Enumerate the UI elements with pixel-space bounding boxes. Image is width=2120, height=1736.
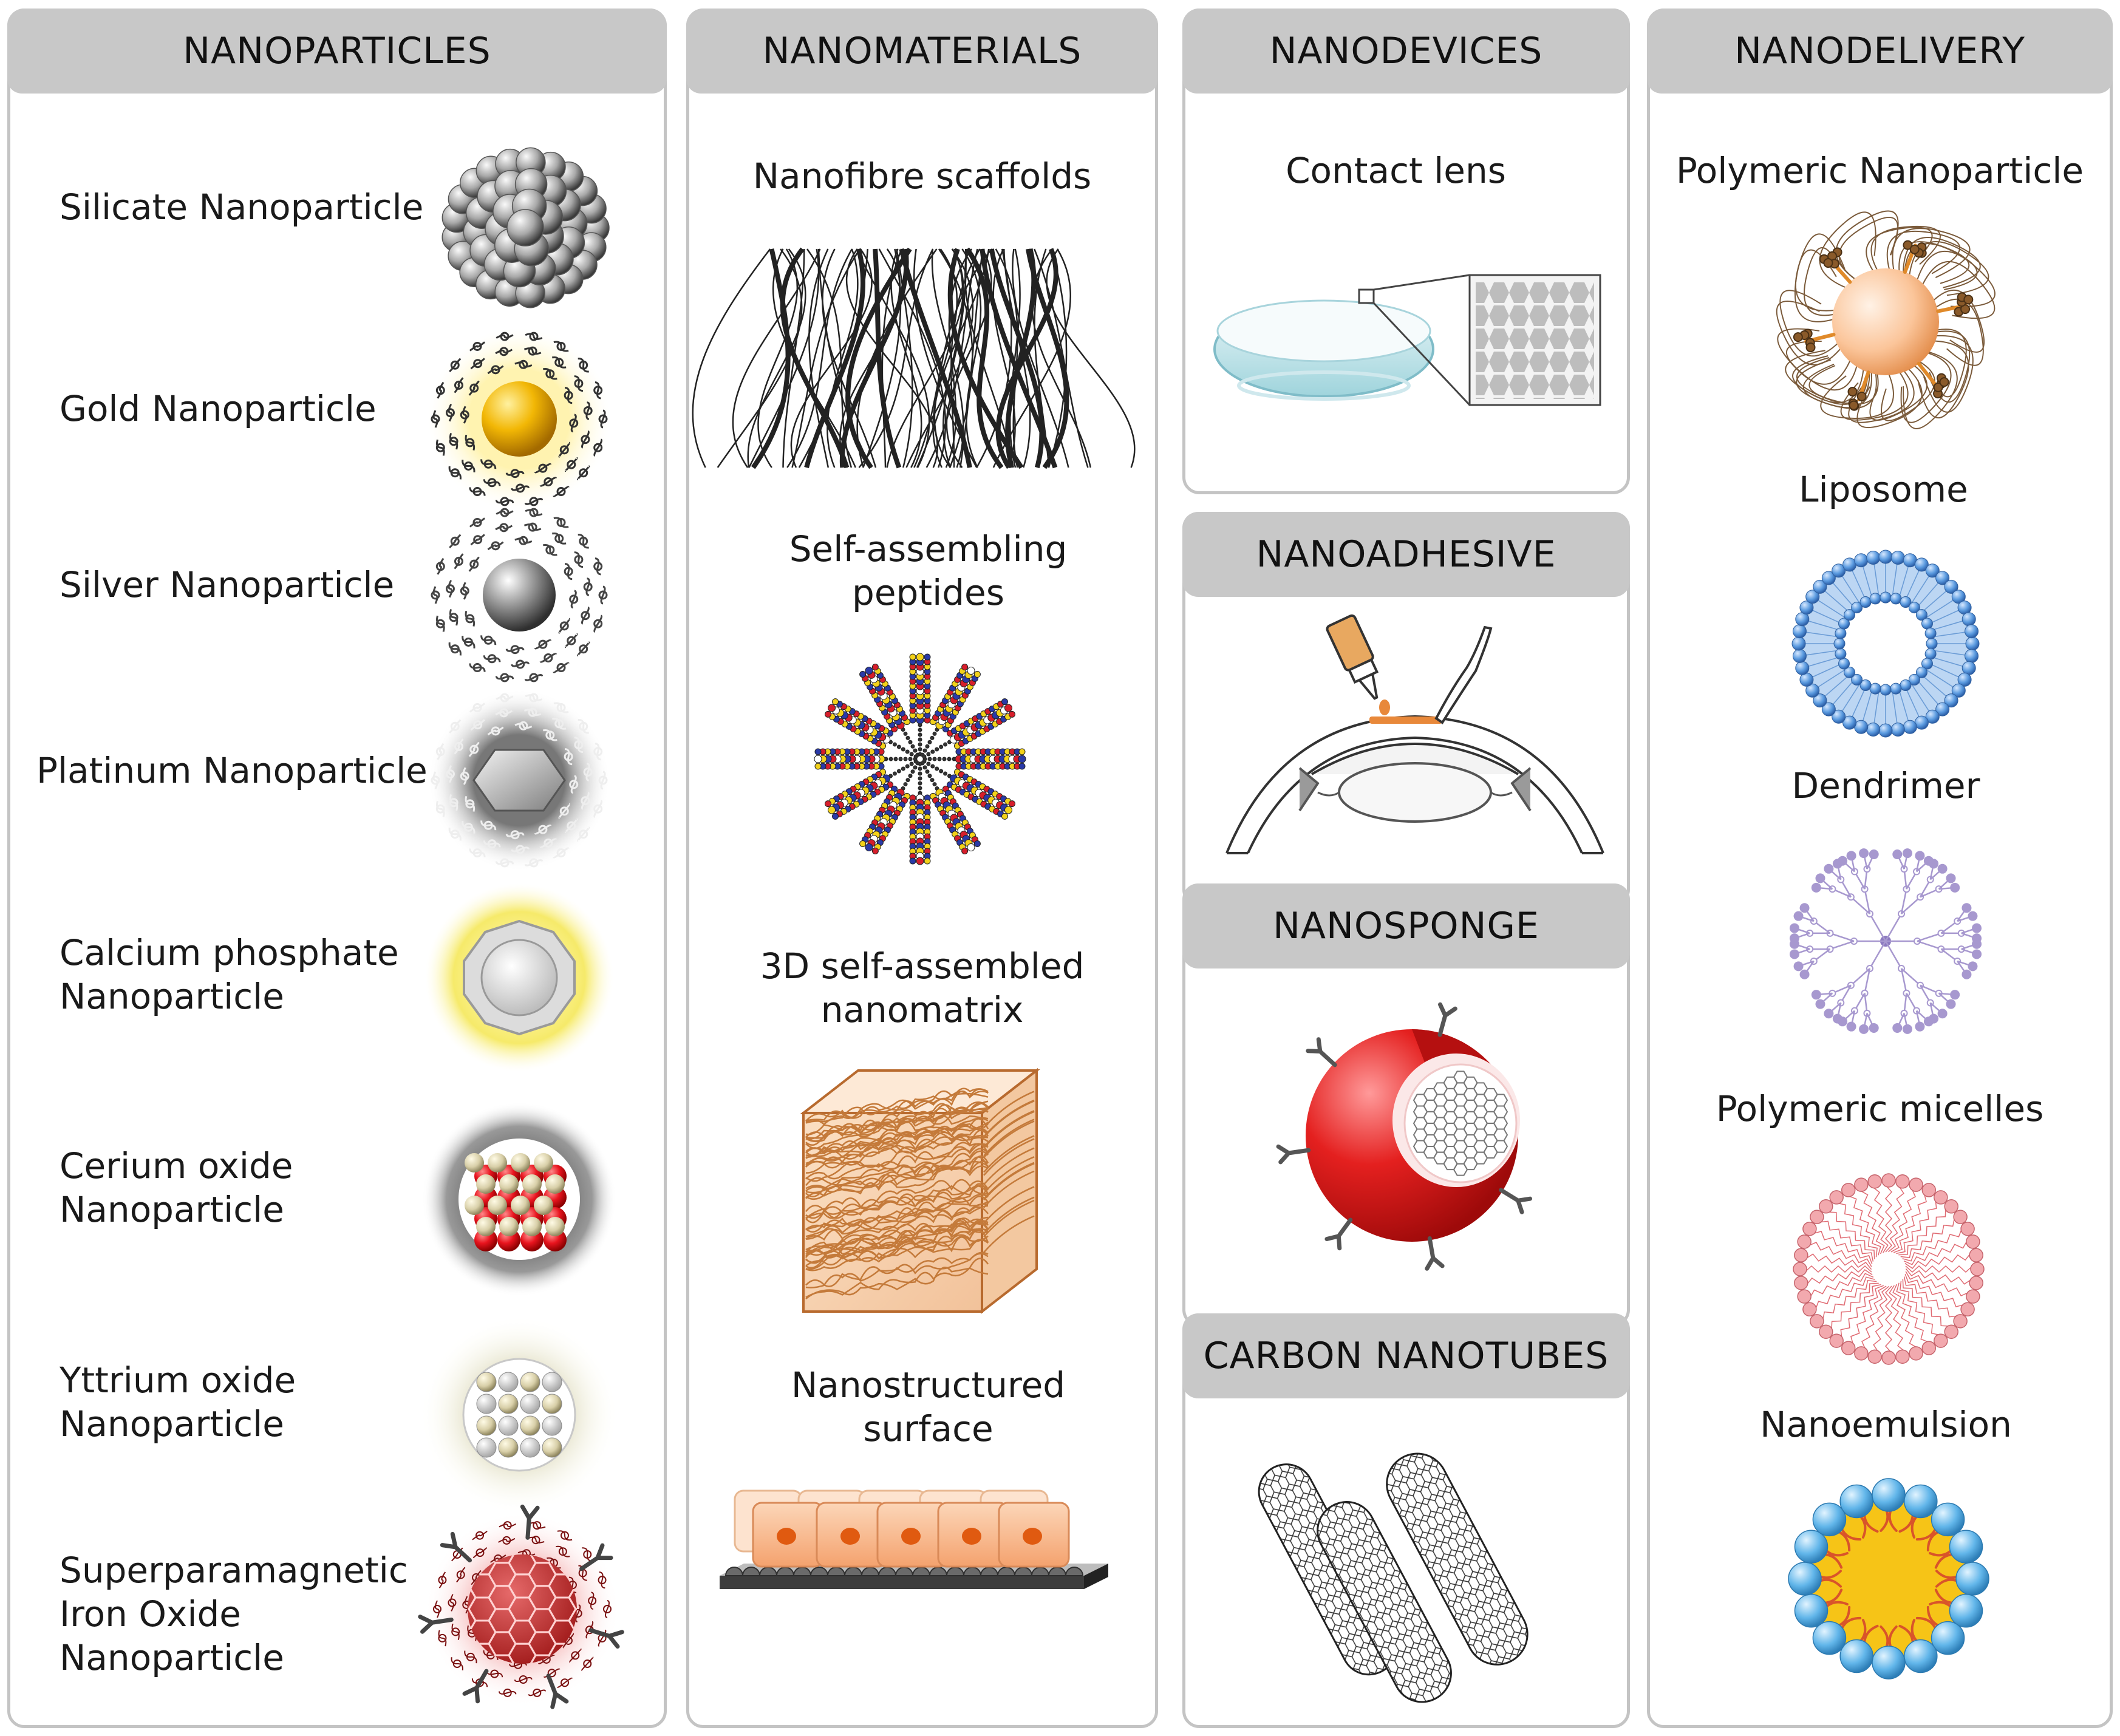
label-polymeric-nanoparticle: Polymeric Nanoparticle (1675, 150, 2084, 191)
eye-adhesive-icon (1225, 614, 1604, 854)
nanosponge-header: NANOSPONGE (1182, 883, 1630, 968)
dendrimer-icon (1789, 848, 1982, 1034)
label-gold: Gold Nanoparticle (60, 388, 377, 429)
nanostructured-surface-icon (720, 1489, 1108, 1589)
label-silver: Silver Nanoparticle (60, 564, 395, 605)
label-contact-lens: Contact lens (1286, 150, 1506, 191)
nanomatrix-cube-icon (800, 1067, 1040, 1315)
label-platinum: Platinum Nanoparticle (36, 750, 428, 791)
nanoparticles-header: NANOPARTICLES (7, 9, 667, 94)
carbon-nanotubes-icon (1258, 1452, 1529, 1703)
label-dendrimer: Dendrimer (1791, 765, 1980, 806)
label-liposome: Liposome (1799, 469, 1968, 510)
gold-nanoparticle-icon (428, 328, 610, 510)
nanosponge-icon (1276, 1002, 1533, 1271)
iron-oxide-nanoparticle-icon (418, 1504, 624, 1709)
contact-lens-icon (1213, 274, 1601, 406)
nanoemulsion-icon (1788, 1478, 1989, 1680)
polymeric-nanoparticle-icon (1776, 210, 1996, 429)
calcium-phosphate-nanoparticle-icon (425, 883, 613, 1072)
platinum-nanoparticle-icon (428, 689, 610, 871)
silver-nanoparticle-icon (431, 508, 608, 682)
label-nanofibre-scaffolds: Nanofibre scaffolds (752, 155, 1092, 197)
label-nanoemulsion: Nanoemulsion (1760, 1404, 2012, 1445)
silicate-nanoparticle-icon (441, 147, 610, 308)
nanodelivery-panel (1647, 9, 2113, 1728)
label-polymeric-micelles: Polymeric micelles (1716, 1088, 2044, 1129)
polymeric-micelle-icon (1793, 1173, 1985, 1365)
cerium-oxide-nanoparticle-icon (422, 1102, 616, 1296)
nanoadhesive-header: NANOADHESIVE (1182, 512, 1630, 597)
self-assembling-peptides-icon (814, 653, 1026, 865)
liposome-icon (1791, 550, 1980, 738)
carbon-nanotubes-header: CARBON NANOTUBES (1182, 1313, 1630, 1398)
nanodelivery-header: NANODELIVERY (1647, 9, 2113, 94)
nanomaterials-header: NANOMATERIALS (686, 9, 1158, 94)
label-silicate: Silicate Nanoparticle (60, 186, 424, 228)
nanofibre-scaffold-icon (692, 247, 1136, 469)
yttrium-oxide-nanoparticle-icon (422, 1318, 616, 1512)
nanodevices-header: NANODEVICES (1182, 9, 1630, 94)
